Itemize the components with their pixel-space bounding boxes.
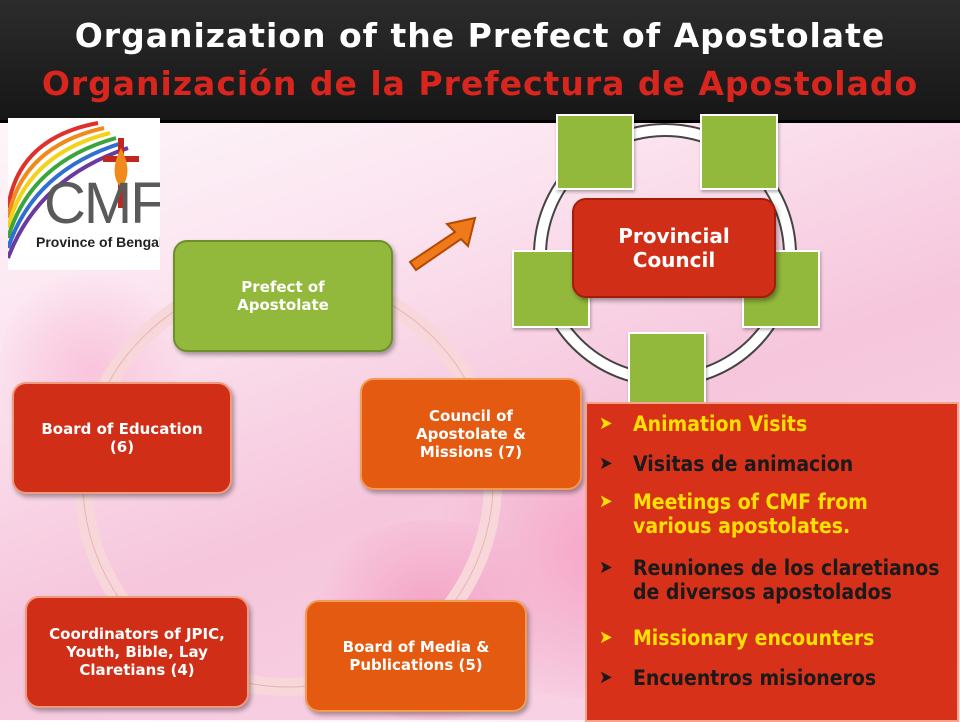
council-of-apostolate-box: Council of Apostolate & Missions (7) bbox=[360, 378, 582, 490]
council-label: Council of Apostolate & Missions (7) bbox=[416, 407, 526, 461]
title-bar: Organization of the Prefect of Apostolat… bbox=[0, 0, 960, 123]
arrow-bullet-icon: ➤ bbox=[599, 557, 613, 578]
page-subtitle: Organización de la Prefectura de Apostol… bbox=[41, 64, 919, 103]
logo-emblem-icon bbox=[8, 121, 139, 259]
arrow-bullet-icon: ➤ bbox=[599, 413, 613, 434]
board-of-education-box: Board of Education (6) bbox=[12, 382, 232, 494]
provincial-council-label: Provincial Council bbox=[618, 224, 730, 272]
media-label: Board of Media & Publications (5) bbox=[342, 638, 490, 674]
education-label: Board of Education (6) bbox=[41, 420, 203, 456]
prefect-label: Prefect of Apostolate bbox=[237, 278, 329, 314]
provincial-council-box: Provincial Council bbox=[572, 198, 776, 298]
board-of-media-box: Board of Media & Publications (5) bbox=[305, 600, 527, 712]
cmf-logo: CMF Province of Bengaluru bbox=[8, 118, 160, 270]
arrow-bullet-icon: ➤ bbox=[599, 453, 613, 474]
council-member-square bbox=[700, 114, 778, 190]
prefect-of-apostolate-box: Prefect of Apostolate bbox=[173, 240, 393, 352]
council-member-square bbox=[628, 332, 706, 408]
logo-mark: CMF bbox=[44, 171, 160, 236]
coordinators-label: Coordinators of JPIC, Youth, Bible, Lay … bbox=[49, 625, 225, 679]
pointer-arrow-icon bbox=[408, 216, 477, 272]
coordinators-box: Coordinators of JPIC, Youth, Bible, Lay … bbox=[25, 596, 249, 708]
arrow-bullet-icon: ➤ bbox=[599, 667, 613, 688]
arrow-bullet-icon: ➤ bbox=[599, 627, 613, 648]
activities-list: ➤ Animation Visits ➤ Visitas de animacio… bbox=[585, 402, 959, 722]
council-member-square bbox=[556, 114, 634, 190]
logo-subtitle: Province of Bengaluru bbox=[36, 234, 160, 250]
page-title: Organization of the Prefect of Apostolat… bbox=[74, 16, 886, 55]
arrow-bullet-icon: ➤ bbox=[599, 491, 613, 512]
